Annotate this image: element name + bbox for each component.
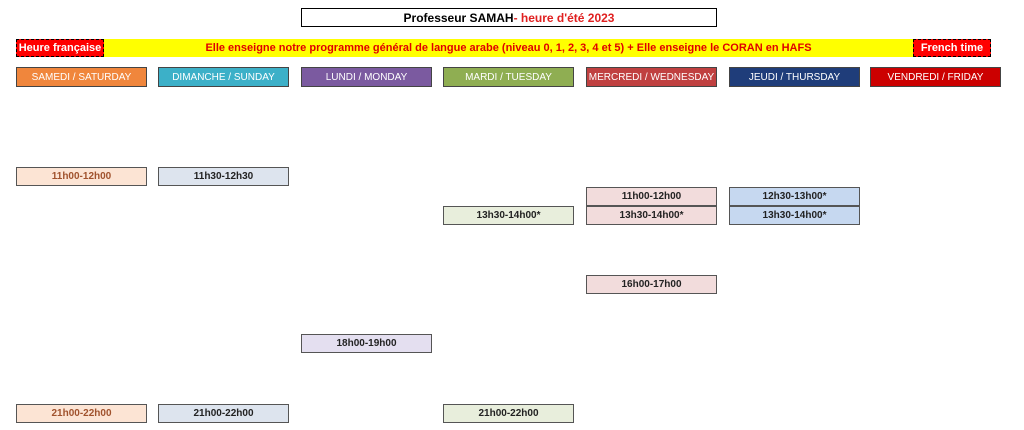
slot-thursday-1: 12h30-13h00* bbox=[729, 187, 860, 206]
slot-monday-1: 18h00-19h00 bbox=[301, 334, 432, 353]
day-header-wednesday: MERCREDI / WEDNESDAY bbox=[586, 67, 717, 87]
page-title: Professeur SAMAH - heure d'été 2023 bbox=[301, 8, 717, 27]
day-header-tuesday: MARDI / TUESDAY bbox=[443, 67, 574, 87]
title-main: Professeur SAMAH bbox=[403, 10, 514, 25]
day-header-thursday: JEUDI / THURSDAY bbox=[729, 67, 860, 87]
banner-text: Elle enseigne notre programme général de… bbox=[205, 42, 812, 54]
info-banner bbox=[16, 39, 991, 57]
title-accent: - heure d'été 2023 bbox=[513, 10, 615, 25]
slot-tuesday-1: 13h30-14h00* bbox=[443, 206, 574, 225]
day-header-friday: VENDREDI / FRIDAY bbox=[870, 67, 1001, 87]
french-time-label: French time bbox=[913, 39, 991, 57]
slot-saturday-1: 11h00-12h00 bbox=[16, 167, 147, 186]
slot-sunday-1: 11h30-12h30 bbox=[158, 167, 289, 186]
slot-thursday-2: 13h30-14h00* bbox=[729, 206, 860, 225]
slot-wednesday-3: 16h00-17h00 bbox=[586, 275, 717, 294]
day-header-monday: LUNDI / MONDAY bbox=[301, 67, 432, 87]
day-header-saturday: SAMEDI / SATURDAY bbox=[16, 67, 147, 87]
slot-tuesday-2: 21h00-22h00 bbox=[443, 404, 574, 423]
slot-wednesday-2: 13h30-14h00* bbox=[586, 206, 717, 225]
slot-saturday-2: 21h00-22h00 bbox=[16, 404, 147, 423]
slot-wednesday-1: 11h00-12h00 bbox=[586, 187, 717, 206]
day-header-sunday: DIMANCHE / SUNDAY bbox=[158, 67, 289, 87]
slot-sunday-2: 21h00-22h00 bbox=[158, 404, 289, 423]
french-hour-label: Heure française bbox=[16, 39, 104, 57]
